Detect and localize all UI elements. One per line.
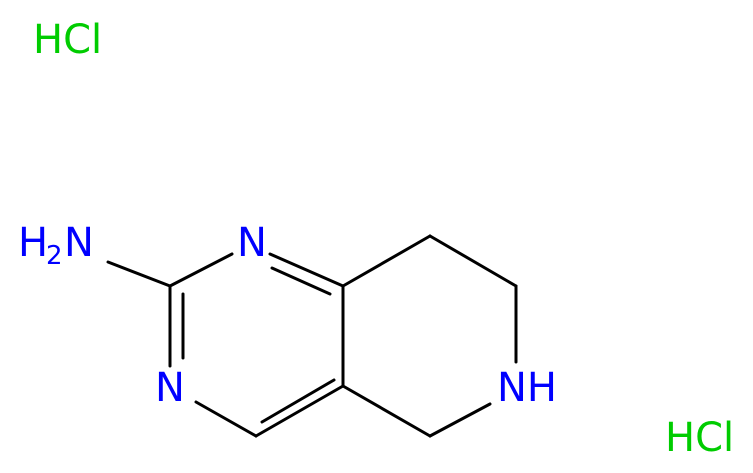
salt-labels: HCl HCl [33,17,734,461]
bond-c4-c4a [254,384,345,438]
bond-n1-c8a [268,252,345,288]
n3-label: N [155,365,185,411]
bond-c8a-c8 [341,234,432,288]
n1-label: N [237,220,267,266]
bond-amine-c2 [106,260,172,288]
hcl-salt-bottom: HCl [665,415,734,461]
atom-labels: H 2 N N N NH [18,220,557,411]
amine-n-label: N [64,220,94,266]
bond-n1-c8a-inner [270,266,332,296]
nh-label: NH [497,365,557,411]
bond-c2-n1 [168,252,234,288]
hcl-salt-top: HCl [33,17,102,63]
amine-h-count-label: 2 [46,241,63,271]
bond-layer [106,234,518,438]
bond-n6-c5 [428,402,492,438]
amine-h-label: H [18,220,48,266]
bond-c5-c4a [341,384,432,438]
bond-c8-c7 [428,234,518,288]
bond-n3-c4 [194,400,258,438]
bond-c4-c4a-inner [260,378,336,424]
